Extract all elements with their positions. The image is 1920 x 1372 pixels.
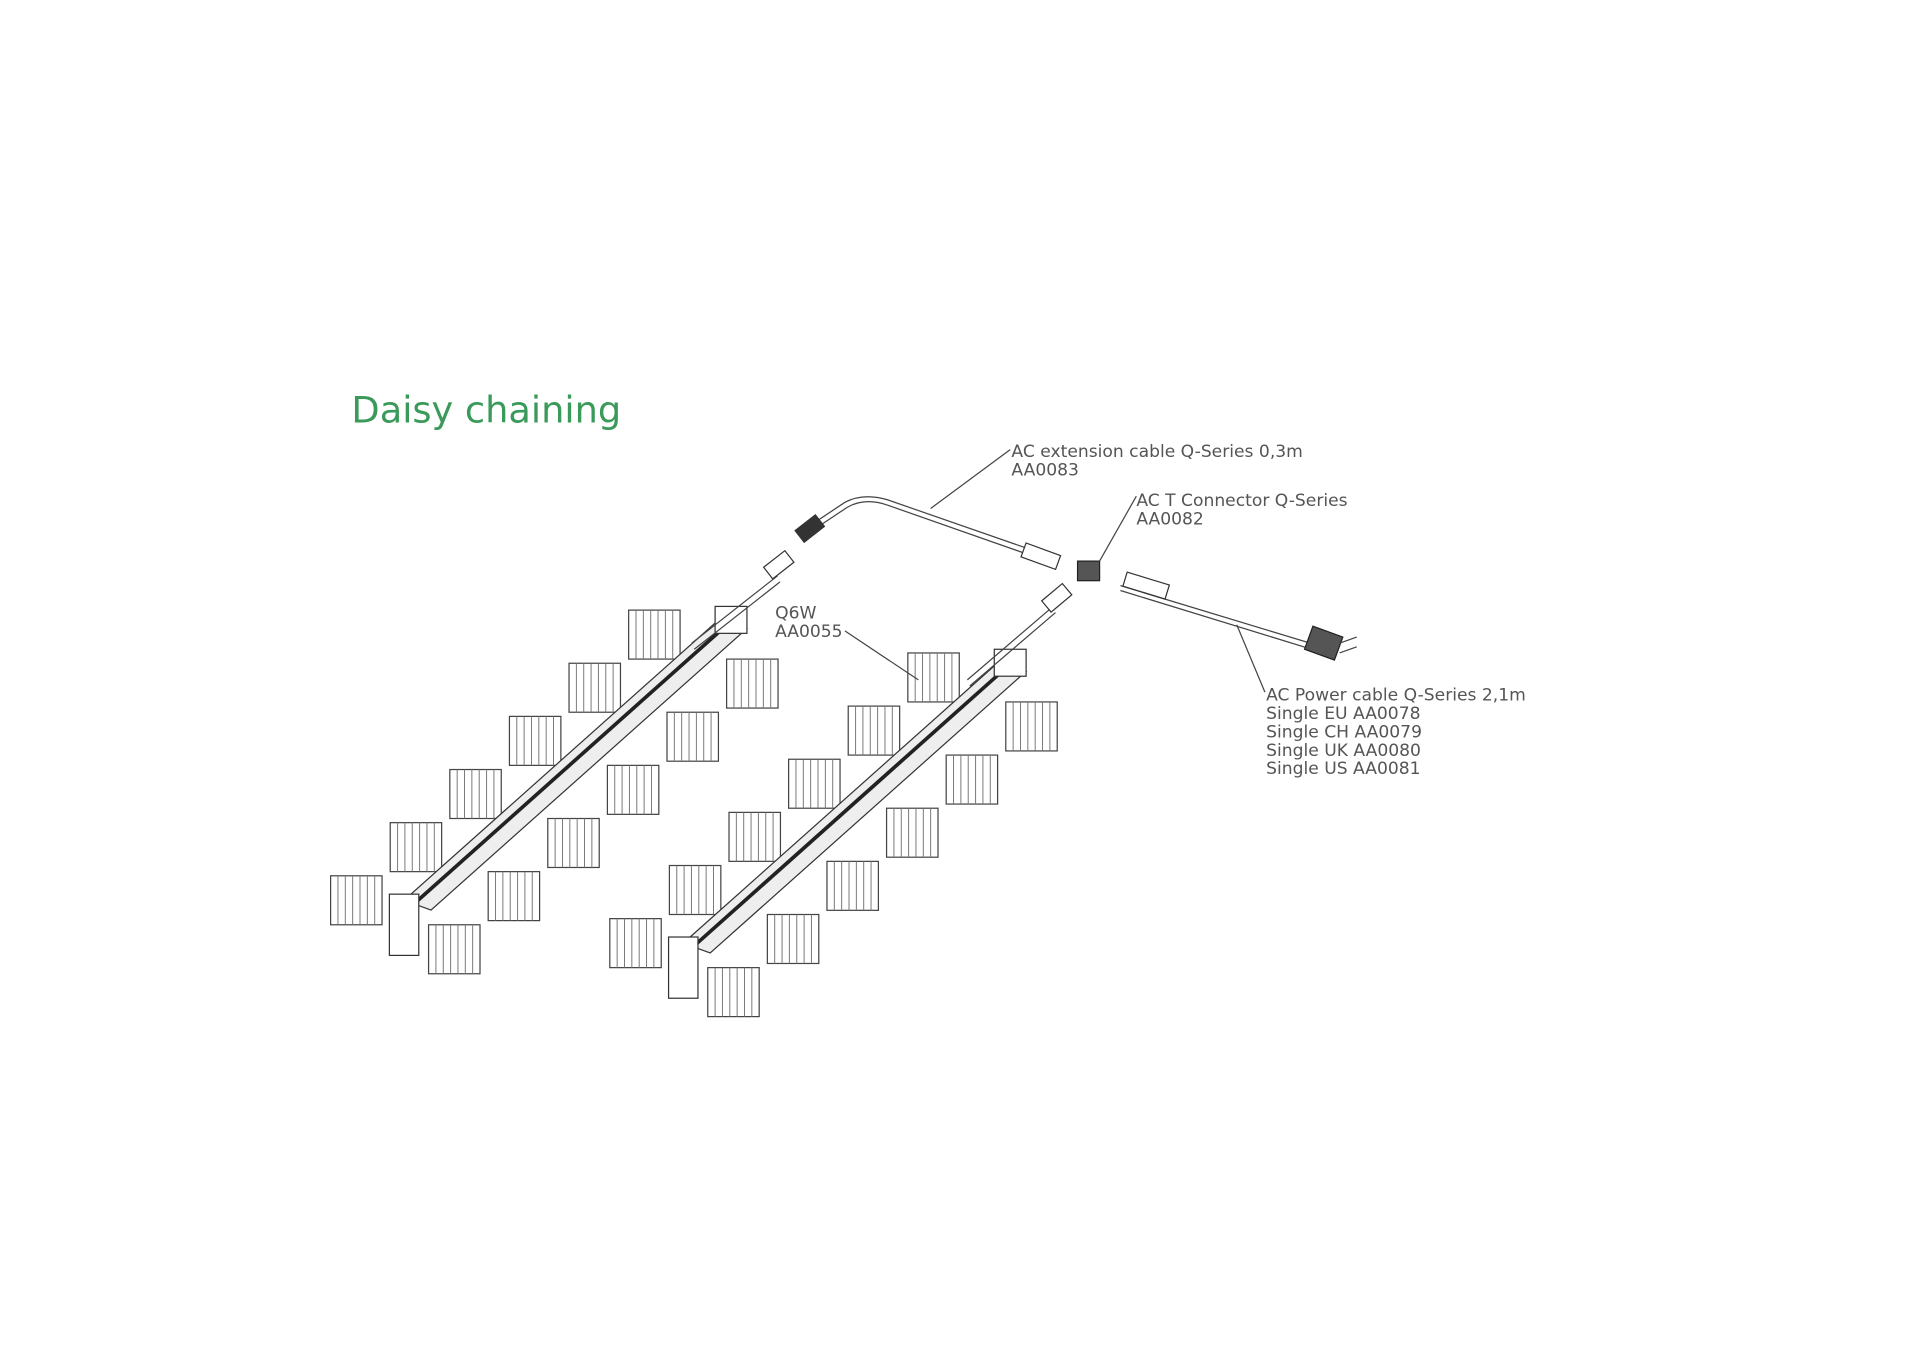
heatsink-block xyxy=(547,817,600,869)
power-plug xyxy=(1303,625,1357,661)
heatsink-block xyxy=(668,864,722,916)
fixture-code: AA0055 xyxy=(775,622,843,642)
heatsink-block xyxy=(666,711,720,762)
diagram-title: Daisy chaining xyxy=(351,389,621,432)
heatsink-block xyxy=(389,822,443,873)
heatsink-block xyxy=(449,768,502,820)
power-name: AC Power cable Q-Series 2,1m xyxy=(1266,686,1526,706)
leader-extension xyxy=(930,449,1011,509)
t-connector xyxy=(1076,560,1101,582)
power-variant: Single US AA0081 xyxy=(1266,759,1420,779)
heatsink-block xyxy=(725,658,779,709)
fixture-1 xyxy=(330,605,779,975)
fixture-name: Q6W xyxy=(775,604,816,624)
extension-name: AC extension cable Q-Series 0,3m xyxy=(1011,442,1302,462)
fixture1-cable xyxy=(691,575,781,650)
heatsink-block xyxy=(609,918,662,969)
power-variant: Single EU AA0078 xyxy=(1266,704,1420,724)
extension-plug-right xyxy=(1020,542,1062,571)
power-cable xyxy=(1120,585,1311,649)
fixture-end-cap xyxy=(388,893,420,956)
heatsink-block xyxy=(945,754,999,805)
heatsink-block xyxy=(487,871,541,922)
heatsink-block xyxy=(427,924,481,975)
heatsink-block xyxy=(568,662,622,713)
fixture2-cable xyxy=(966,605,1056,687)
heatsink-block xyxy=(508,715,562,766)
label-extension: AC extension cable Q-Series 0,3m AA0083 xyxy=(1011,442,1302,480)
t-connector-code: AA0082 xyxy=(1136,509,1204,529)
fixture-2 xyxy=(609,648,1058,1018)
heatsink-block xyxy=(766,913,820,965)
heatsink-block xyxy=(907,652,960,703)
label-t-connector: AC T Connector Q-Series AA0082 xyxy=(1136,491,1347,529)
heatsink-block xyxy=(606,764,660,815)
fixture-bar-groove xyxy=(412,620,732,906)
leader-fixture xyxy=(844,630,919,681)
label-power: AC Power cable Q-Series 2,1m Single EU A… xyxy=(1266,686,1526,779)
fixture-end-cap xyxy=(993,648,1027,677)
fixture-end-cap xyxy=(667,936,699,999)
fixture-bar-groove xyxy=(691,663,1011,949)
heatsink-block xyxy=(707,967,760,1018)
heatsink-block xyxy=(728,811,782,862)
heatsink-block xyxy=(628,609,681,660)
fixture1-connector xyxy=(762,549,795,580)
heatsink-block xyxy=(847,705,901,756)
fixture2-connector xyxy=(1040,582,1073,613)
t-connector-name: AC T Connector Q-Series xyxy=(1136,491,1347,511)
power-variant: Single UK AA0080 xyxy=(1266,741,1421,761)
heatsink-block xyxy=(826,860,880,911)
heatsink-block xyxy=(885,807,939,858)
extension-code: AA0083 xyxy=(1011,460,1079,480)
power-cable-socket xyxy=(1122,571,1171,600)
leader-t-connector xyxy=(1099,495,1137,562)
power-variant: Single CH AA0079 xyxy=(1266,722,1422,742)
leader-power xyxy=(1236,624,1266,693)
extension-cable xyxy=(807,496,1029,555)
label-fixture: Q6W AA0055 xyxy=(775,604,843,642)
heatsink-block xyxy=(1005,701,1058,752)
fixtures xyxy=(330,605,1058,1018)
extension-plug-left xyxy=(794,513,826,544)
heatsink-block xyxy=(330,875,383,926)
heatsink-block xyxy=(788,758,841,809)
